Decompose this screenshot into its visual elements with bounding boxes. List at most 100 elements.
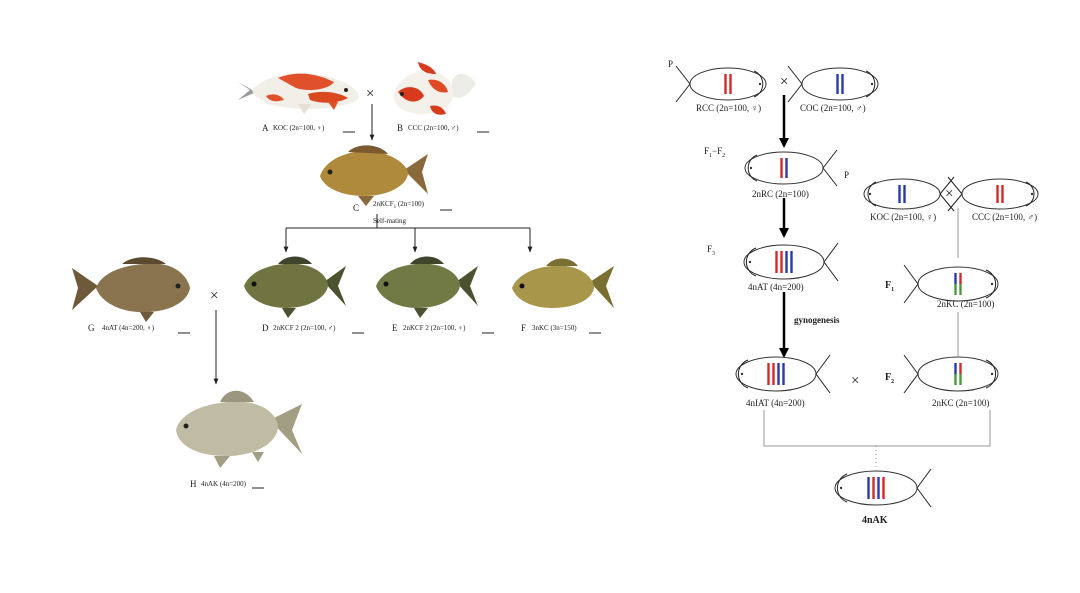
fish-photo-c-kcf1 <box>320 145 428 206</box>
schematic-fish-2nkc-f1-tail <box>903 264 919 304</box>
cross-symbol-koc-ccc: × <box>945 186 953 202</box>
label-b-text: CCC (2n=100, ♂) <box>408 124 459 132</box>
schematic-fish-rcc-eye <box>758 82 762 86</box>
schematic-fish-coc-eye <box>870 82 874 86</box>
schematic-fish-4nat <box>743 242 839 282</box>
letter-b: B <box>397 123 403 133</box>
schematic-fish-4niat-gill <box>737 359 749 389</box>
schematic-fish-ccc-eye <box>1030 192 1034 196</box>
schematic-fish-2nkc-f1 <box>903 264 999 304</box>
schematic-fish-ccc-tail <box>947 176 963 212</box>
label-4nak: 4nAK <box>862 515 888 526</box>
label-g-text: 4nAT (4n=200, ♀) <box>102 324 155 332</box>
letter-g: G <box>88 323 95 333</box>
schematic-fish-2nrc <box>744 149 838 187</box>
gen-label-p-right: P <box>844 170 849 180</box>
gen-label-p-top: P <box>668 59 673 69</box>
cross-symbol-rcc-coc: × <box>780 74 788 90</box>
letter-d: D <box>262 323 269 333</box>
fish-photo-f-3nkc <box>512 258 614 308</box>
schematic-fish-coc <box>787 65 879 103</box>
schematic-fish-4nak <box>834 468 932 508</box>
schematic-fish-4nak-eye <box>839 486 843 490</box>
schematic-fish-ccc-gill <box>1025 181 1035 207</box>
schematic-fish-koc-eye <box>868 192 872 196</box>
schematic-fish-2nrc-eye <box>749 166 753 170</box>
fish-photo-g-4nat <box>72 257 190 322</box>
letter-a: A <box>262 123 269 133</box>
fish-photo-a-koi <box>238 73 360 114</box>
label-f-text: 3nKC (3n=150) <box>532 324 577 332</box>
label-4nat: 4nAT (4n=200) <box>748 282 804 292</box>
fish-photo-h-4nak <box>176 390 302 468</box>
schematic-fish-koc-body <box>863 178 941 210</box>
schematic-fish-koc-gill <box>867 181 877 207</box>
label-f: F 3nKC (3n=150) <box>521 323 601 334</box>
label-gynogenesis: gynogenesis <box>794 315 840 325</box>
schematic-fish-4niat-eye <box>740 372 744 376</box>
label-2nrc: 2nRC (2n=100) <box>752 189 809 199</box>
label-coc: COC (2n=100, ♂) <box>800 103 866 113</box>
cross-symbol-ab: × <box>366 86 374 102</box>
schematic-fish-2nkc-f1-gill <box>985 269 997 299</box>
schematic-fish-koc-tail <box>939 176 955 212</box>
letter-h: H <box>190 479 197 489</box>
schematic-fish-coc-gill <box>865 70 876 98</box>
schematic-fish-koc <box>863 176 955 212</box>
label-d: D 2nKCF 2 (2n=100, ♂) <box>262 323 364 334</box>
schematic-fish-2nkc-f2-eye <box>990 372 994 376</box>
cross-symbol-gd: × <box>210 288 218 304</box>
label-2nkc-f2: 2nKC (2n=100) <box>932 398 989 408</box>
label-e: E 2nKCF 2 (2n=100, ♀) <box>392 323 494 334</box>
label-e-text: 2nKCF 2 (2n=100, ♀) <box>403 324 466 332</box>
schematic-fish-rcc-body <box>689 67 767 101</box>
label-c-text: 2nKCF1 (2n=100) <box>373 200 425 210</box>
letter-c: C <box>353 203 359 213</box>
schematic-fish-2nrc-body <box>744 151 824 185</box>
gen-label-f2: F2 <box>885 372 894 385</box>
self-mating-label: Self-mating <box>373 217 407 225</box>
label-b: B CCC (2n=100, ♂) <box>397 123 489 133</box>
fish-photo-e-2nkcf2-female <box>376 256 478 318</box>
label-a: A KOC (2n=100, ♀) <box>262 123 355 133</box>
label-c: C 2nKCF1 (2n=100) Self-mating <box>353 200 452 225</box>
label-koc: KOC (2n=100, ♀) <box>870 212 936 222</box>
fish-photo-d-2nkcf2-male <box>244 256 346 318</box>
label-4niat: 4nIAT (4n=200) <box>746 398 805 408</box>
label-d-text: 2nKCF 2 (2n=100, ♂) <box>273 324 336 332</box>
schematic-fish-4nat-tail <box>823 242 839 282</box>
line-merge-to-4nak <box>763 410 991 447</box>
cross-symbol-iat-kc: × <box>851 373 859 389</box>
fish-photo-b-goldfish <box>394 62 476 115</box>
label-ccc: CCC (2n=100, ♂) <box>972 212 1037 222</box>
schematic-fish-4nat-body <box>743 244 825 280</box>
gen-label-f3: F3 <box>707 244 715 257</box>
schematic-fish-rcc-tail <box>675 65 691 103</box>
schematic-fish-2nkc-f2 <box>903 354 999 394</box>
schematic-fish-4niat-body <box>735 356 817 392</box>
label-rcc: RCC (2n=100, ♀) <box>696 103 761 113</box>
left-panel: × × A KOC (2n=100, ♀) B CCC (2n=100, ♂) … <box>72 62 614 489</box>
schematic-fish-4niat-tail <box>815 354 831 394</box>
label-h: H 4nAK (4n=200) <box>190 479 264 489</box>
schematic-fish-2nkc-f2-body <box>917 356 999 392</box>
schematic-fish-2nkc-f2-gill <box>985 359 997 389</box>
letter-e: E <box>392 323 398 333</box>
schematic-fish-2nrc-gill <box>747 154 758 182</box>
schematic-fish-4nak-body <box>834 470 918 506</box>
letter-f: F <box>521 323 526 333</box>
schematic-fish-rcc <box>675 65 767 103</box>
schematic-fish-4niat <box>735 354 831 394</box>
gen-label-f1-f2: F1−F2 <box>704 146 725 159</box>
schematic-fish-rcc-gill <box>753 70 764 98</box>
label-a-text: KOC (2n=100, ♀) <box>273 124 325 132</box>
schematic-fish-layer <box>675 65 1039 508</box>
schematic-fish-coc-body <box>801 67 879 101</box>
schematic-fish-2nkc-f1-eye <box>990 282 994 286</box>
gen-label-f1: F1 <box>885 280 894 293</box>
schematic-fish-2nkc-f2-tail <box>903 354 919 394</box>
schematic-fish-4nak-gill <box>836 473 848 503</box>
label-2nkc-f1: 2nKC (2n=100) <box>937 299 994 309</box>
